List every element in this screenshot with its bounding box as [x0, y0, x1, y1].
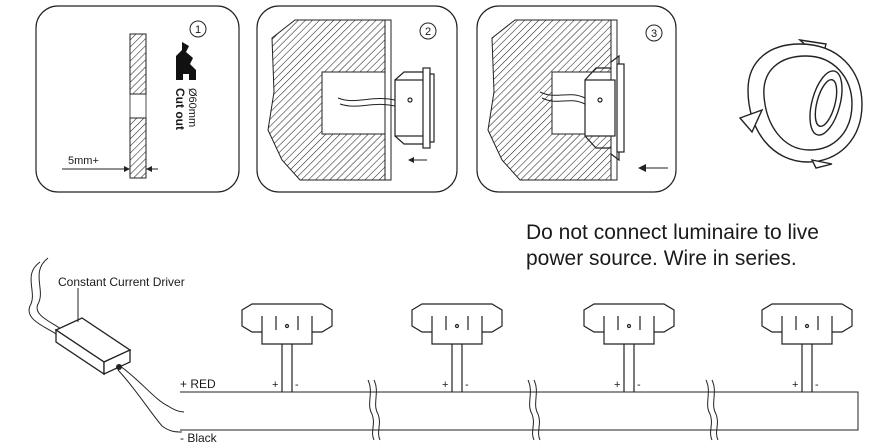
red-wire-label: + RED: [180, 377, 216, 391]
warning-line-2: power source. Wire in series.: [526, 247, 797, 270]
hole-saw-icon: [176, 42, 196, 80]
ceiling-board: [384, 19, 392, 181]
luminaire-4: [761, 303, 853, 392]
lum2-plus: +: [442, 379, 448, 391]
step-1-panel: 1 5mm+ Cut out Ø60mm: [35, 5, 240, 193]
lum4-minus: -: [815, 379, 819, 391]
step-3-number-circle: [645, 24, 663, 42]
luminaire-product-view: [738, 38, 863, 169]
luminaire-1: [241, 303, 333, 392]
luminaire-installed: [584, 54, 625, 162]
luminaire-side-view: [394, 67, 435, 149]
cutout-size: Ø60mm: [186, 88, 198, 127]
lum3-minus: -: [637, 379, 641, 391]
step-2-number: 2: [425, 26, 431, 38]
insert-arrow-3: [638, 164, 646, 172]
ceiling-board-lower: [129, 117, 147, 179]
step-1-number-circle: [189, 20, 207, 38]
thickness-label: 5mm+: [68, 155, 99, 167]
step-1-number: 1: [195, 24, 201, 36]
step-3-panel: 3: [476, 5, 677, 193]
luminaire-2: [411, 303, 503, 392]
driver-label: Constant Current Driver: [58, 275, 185, 289]
black-wire-label: - Black: [180, 431, 218, 444]
wire-break-marks: [367, 379, 719, 441]
lum3-plus: +: [614, 379, 620, 391]
step-2-panel: 2: [256, 5, 458, 193]
lum1-minus: -: [295, 379, 299, 391]
ceiling-board-upper: [129, 33, 147, 95]
step-2-number-circle: [419, 22, 437, 40]
insert-arrow-2: [408, 157, 414, 163]
lum4-plus: +: [792, 379, 798, 391]
ceiling-material: [267, 19, 386, 181]
step-3-number: 3: [651, 28, 657, 40]
warning-line-1: Do not connect luminaire to live: [526, 221, 819, 244]
lum2-minus: -: [465, 379, 469, 391]
luminaire-3: [583, 303, 675, 392]
cutout-title: Cut out: [173, 88, 187, 130]
warning-text: Do not connect luminaire to live power s…: [526, 220, 871, 272]
constant-current-driver: [54, 317, 132, 376]
lum1-plus: +: [272, 379, 278, 391]
wiring-diagram: Constant Current Driver + RED - Black + …: [28, 257, 859, 444]
ceiling-material: [487, 19, 612, 181]
